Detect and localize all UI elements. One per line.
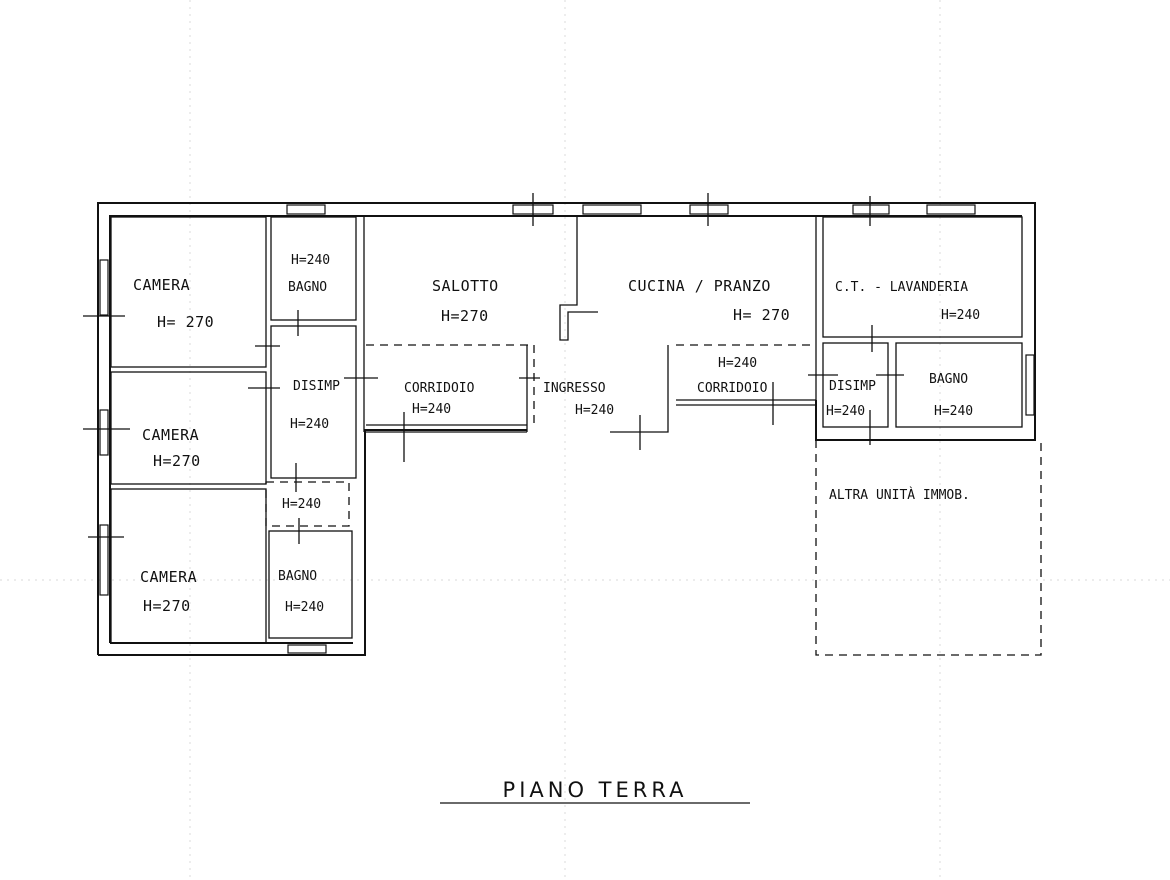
room-label-bagno-1: BAGNO (288, 280, 327, 295)
room-label-cucina-pranzo: CUCINA / PRANZO (628, 277, 771, 295)
room-label-salotto: SALOTTO (432, 277, 499, 295)
outer-walls (97, 202, 1036, 656)
room-label-ingresso: INGRESSO (543, 381, 606, 396)
room-height-corridoio-1: H=240 (412, 402, 451, 417)
room-height-ct-lavanderia: H=240 (941, 308, 980, 323)
room-label-camera-2: CAMERA (142, 426, 199, 444)
other-unit-label: ALTRA UNITÀ IMMOB. (829, 487, 970, 503)
room-label-camera-3: CAMERA (140, 568, 197, 586)
room-height-cucina-pranzo: H= 270 (733, 306, 790, 324)
room-label-bagno-3: BAGNO (929, 372, 968, 387)
living-walls (363, 217, 817, 433)
plan-title: PIANO TERRA (503, 778, 688, 802)
room-height-camera-1: H= 270 (157, 313, 214, 331)
room-height-camera-2: H=270 (153, 452, 201, 470)
room-height-bagno-2: H=240 (285, 600, 324, 615)
room-label-camera-1: CAMERA (133, 276, 190, 294)
room-height-bagno-1: H=240 (291, 253, 330, 268)
room-label-ct-lavanderia: C.T. - LAVANDERIA (835, 280, 968, 295)
door-marks (83, 193, 904, 544)
room-height-ingresso: H=240 (575, 403, 614, 418)
room-height-corridoio-2: H=240 (718, 356, 757, 371)
room-height-bagno-3: H=240 (934, 404, 973, 419)
room-height-camera-3: H=270 (143, 597, 191, 615)
room-height-disimp-2: H=240 (826, 404, 865, 419)
room-label-disimp-2: DISIMP (829, 379, 876, 394)
room-label-bagno-2: BAGNO (278, 569, 317, 584)
bedroom-walls (110, 216, 267, 644)
room-height-salotto: H=270 (441, 307, 489, 325)
room-label-corridoio-2: CORRIDOIO (697, 381, 768, 396)
room-label-disimp-1: DISIMP (293, 379, 340, 394)
right-walls (815, 216, 1042, 656)
room-height-small: H=240 (282, 497, 321, 512)
windows (99, 204, 1035, 654)
room-height-disimp-1: H=240 (290, 417, 329, 432)
room-label-corridoio-1: CORRIDOIO (404, 381, 475, 396)
service-walls (265, 216, 357, 639)
